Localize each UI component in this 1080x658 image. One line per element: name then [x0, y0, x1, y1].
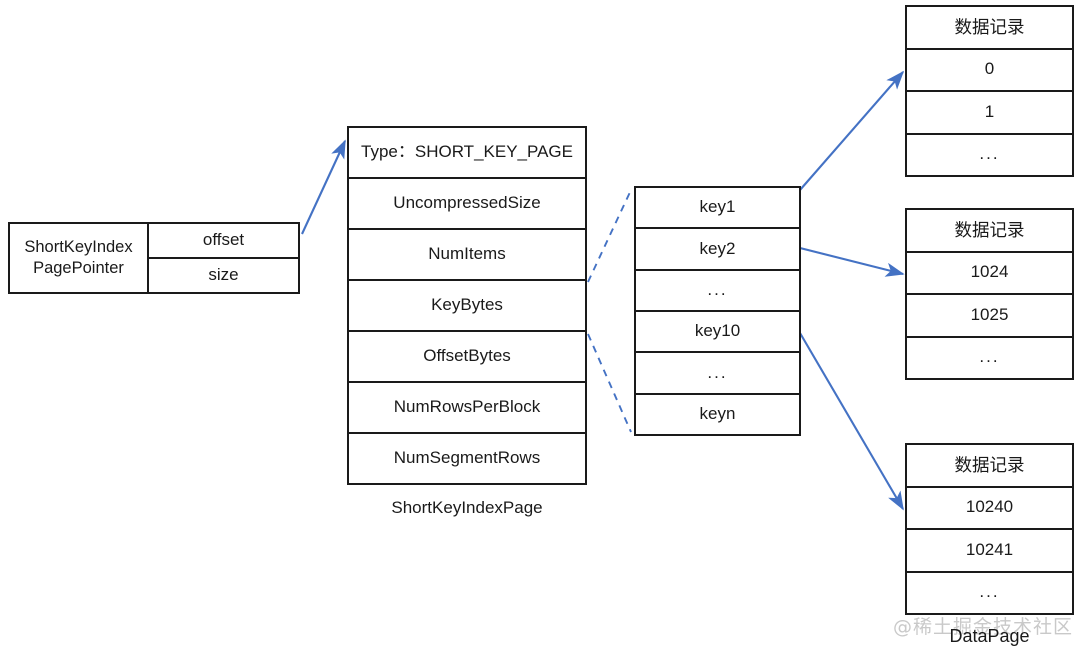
datapage-table-1: 数据记录 0 1 ...: [905, 5, 1074, 177]
index-page-row-type: Type：SHORT_KEY_PAGE: [349, 128, 585, 179]
datapage-1-row-0: 0: [907, 49, 1072, 92]
datapage-2-row-ellipsis: ...: [907, 337, 1072, 378]
datapage-3-row-0: 10240: [907, 487, 1072, 530]
dashed-offsetbytes-to-keytable: [587, 333, 632, 433]
key-list-table: key1 key2 ... key10 ... keyn: [634, 186, 801, 436]
datapage-3-row-ellipsis: ...: [907, 572, 1072, 613]
datapage-1-row-1: 1: [907, 92, 1072, 135]
datapage-1-row-ellipsis: ...: [907, 134, 1072, 175]
pointer-box-label-line2: PagePointer: [33, 259, 124, 277]
pointer-box-label: ShortKeyIndex PagePointer: [10, 224, 149, 292]
arrow-key10-to-datapage-3: [799, 332, 904, 511]
shortkeyindex-page-caption: ShortKeyIndexPage: [391, 498, 543, 517]
arrow-pointer-to-indexpage: [301, 139, 346, 235]
datapage-caption: DataPage: [949, 626, 1030, 646]
datapage-2-row-0: 1024: [907, 252, 1072, 295]
datapage-2-row-1: 1025: [907, 295, 1072, 338]
pointer-box-label-line1: ShortKeyIndex: [24, 238, 133, 257]
datapage-table-3: 数据记录 10240 10241 ...: [905, 443, 1074, 615]
pointer-box-fields: offset size: [149, 224, 298, 292]
key-row-ellipsis-2: ...: [636, 353, 799, 395]
index-page-row-numrowsperblock: NumRowsPerBlock: [349, 383, 585, 434]
datapage-3-header: 数据记录: [907, 445, 1072, 488]
pointer-field-offset: offset: [149, 224, 298, 259]
dashed-keybytes-to-keytable: [587, 189, 632, 283]
index-page-row-numitems: NumItems: [349, 230, 585, 281]
pointer-field-size: size: [149, 259, 298, 292]
key-row-10: key10: [636, 311, 799, 354]
datapage-2-header: 数据记录: [907, 210, 1072, 253]
key-row-n: keyn: [636, 394, 799, 434]
arrow-key1-to-datapage-1: [799, 70, 905, 191]
datapage-1-header: 数据记录: [907, 7, 1072, 50]
index-page-row-offsetbytes: OffsetBytes: [349, 332, 585, 383]
datapage-table-2: 数据记录 1024 1025 ...: [905, 208, 1074, 380]
key-row-ellipsis-1: ...: [636, 270, 799, 312]
shortkeyindex-page-pointer-box: ShortKeyIndex PagePointer offset size: [8, 222, 300, 294]
shortkeyindex-page-table: Type：SHORT_KEY_PAGE UncompressedSize Num…: [347, 126, 587, 485]
index-page-row-uncompressedsize: UncompressedSize: [349, 179, 585, 230]
site-watermark: @稀土掘金技术社区: [893, 616, 1074, 638]
arrow-key2-to-datapage-2: [799, 246, 905, 277]
datapage-3-row-1: 10241: [907, 530, 1072, 573]
key-row-2: key2: [636, 229, 799, 271]
index-page-row-keybytes: KeyBytes: [349, 281, 585, 332]
key-row-1: key1: [636, 188, 799, 230]
index-page-row-numsegmentrows: NumSegmentRows: [349, 434, 585, 483]
